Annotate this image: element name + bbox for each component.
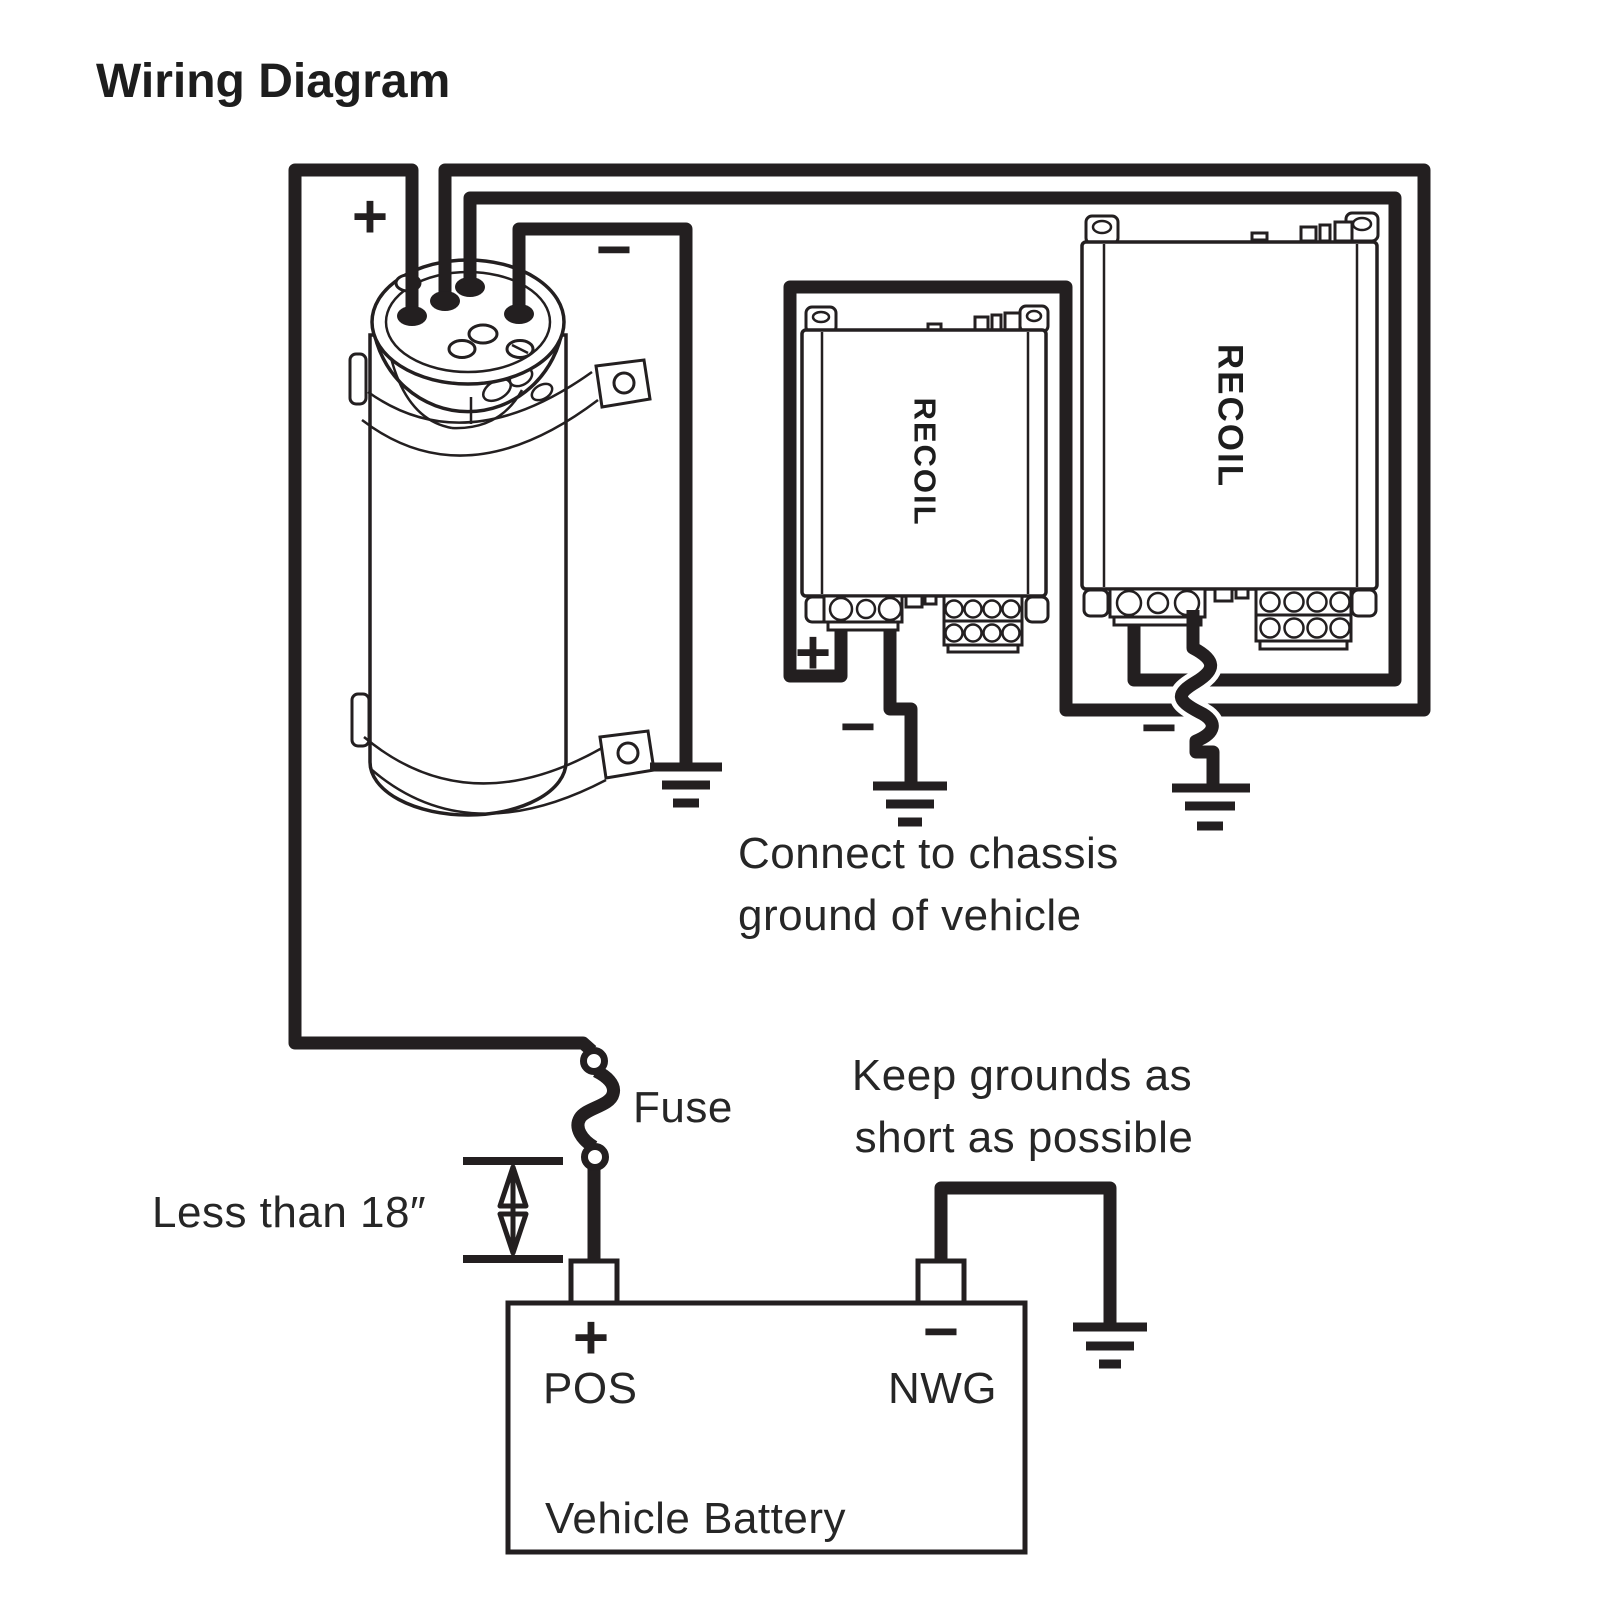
small-amp-negative-label: − [840,693,876,762]
ground-symbol-small-amp [873,781,947,827]
wire-capacitor-to-small-amp-positive [438,163,1431,717]
arrow-down [497,1211,529,1256]
wire-big-amp-negative [1170,610,1224,786]
capacitor-positive-label: + [352,183,388,252]
arrow-up [497,1164,529,1209]
wire-battery-negative [934,1181,1117,1324]
vehicle-battery [505,1258,1028,1555]
capacitor-terminal [397,306,427,326]
battery-box [505,1300,1028,1555]
battery-terminal-pos [568,1258,620,1306]
amplifier-small: RECOIL [800,304,1050,654]
battery-name-label: Vehicle Battery [545,1494,846,1543]
ground-symbol-big-amp [1172,783,1250,831]
chassis-note-line1: Connect to chassis [738,829,1119,878]
big-amp-negative-label: − [1141,694,1177,763]
capacitor-terminals [397,277,534,326]
fuse-holder [580,1047,609,1171]
battery-negative-symbol: − [923,1298,959,1367]
amp-small-brand-logo: RECOIL [908,397,943,526]
capacitor-hole [447,339,477,359]
amp-big-brand-logo: RECOIL [1211,344,1250,488]
battery-pos-label: POS [543,1364,637,1413]
dimension-indicator [463,1157,563,1263]
grounds-note-line2: short as possible [855,1113,1194,1162]
capacitor [348,258,656,817]
capacitor-terminal [430,291,460,311]
ground-symbol-battery [1073,1322,1147,1369]
battery-terminal-nwg [915,1258,967,1306]
wire-small-amp-negative [883,610,918,783]
chassis-note-line2: ground of vehicle [738,891,1082,940]
ground-symbol-capacitor [650,762,722,808]
capacitor-hole [467,323,499,345]
battery-positive-symbol: + [573,1304,609,1373]
wire-capacitor-to-big-amp-positive [463,191,1402,687]
capacitor-terminal [455,277,485,297]
battery-nwg-label: NWG [888,1364,997,1413]
capacitor-terminal [504,304,534,324]
wire-fuse-element [571,1065,620,1153]
distance-label: Less than 18″ [152,1188,426,1237]
grounds-note-line1: Keep grounds as [852,1051,1192,1100]
amplifier-big: RECOIL [1080,211,1380,651]
capacitor-negative-label: − [596,216,632,285]
wires [288,163,1431,1324]
fuse-label: Fuse [633,1083,733,1132]
wire-battery-positive-upper [288,163,597,1056]
wire-capacitor-negative [512,222,693,763]
small-amp-positive-label: + [795,619,831,688]
page-title: Wiring Diagram [96,55,450,108]
